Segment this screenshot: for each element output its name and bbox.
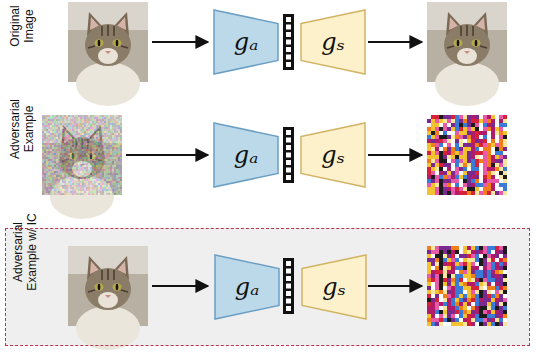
latent-vector (283, 258, 294, 314)
network-symbol: gₐ (234, 30, 258, 54)
row-label-box: Adversarial Example (8, 89, 36, 169)
network-symbol: gₛ (321, 30, 344, 54)
decoder-block: gₛ (300, 9, 366, 75)
encoder-block: gₐ (214, 254, 280, 320)
network-symbol: gₛ (322, 275, 345, 299)
input-arrow (152, 285, 208, 287)
decoder-block: gₛ (300, 122, 366, 188)
decoder-block: gₛ (301, 254, 367, 320)
cat-photo (427, 2, 507, 106)
output-arrow (368, 285, 422, 287)
latent-vector (283, 127, 294, 183)
cat-photo (68, 2, 148, 106)
input-arrow (152, 41, 208, 43)
network-symbol: gₐ (234, 143, 258, 167)
encoder-block: gₐ (213, 122, 279, 188)
highlight-band: Adversarial Example w/ ICgₐgₛ (5, 228, 530, 346)
output-arrow (368, 154, 422, 156)
corrupted-output (427, 115, 507, 195)
network-symbol: gₐ (235, 275, 259, 299)
input-arrow (126, 154, 208, 156)
row-label-box: Original Image (8, 0, 36, 56)
latent-vector (283, 14, 294, 70)
row-label-box: Adversarial Example w/ IC (11, 202, 39, 302)
cat-photo (68, 246, 148, 350)
row-label: Adversarial Example w/ IC (11, 202, 39, 302)
output-arrow (368, 41, 422, 43)
row-label: Adversarial Example (8, 89, 36, 169)
network-symbol: gₛ (321, 143, 344, 167)
cat-photo (42, 115, 122, 219)
corrupted-output (427, 246, 507, 326)
row-label: Original Image (8, 0, 36, 56)
encoder-block: gₐ (213, 9, 279, 75)
